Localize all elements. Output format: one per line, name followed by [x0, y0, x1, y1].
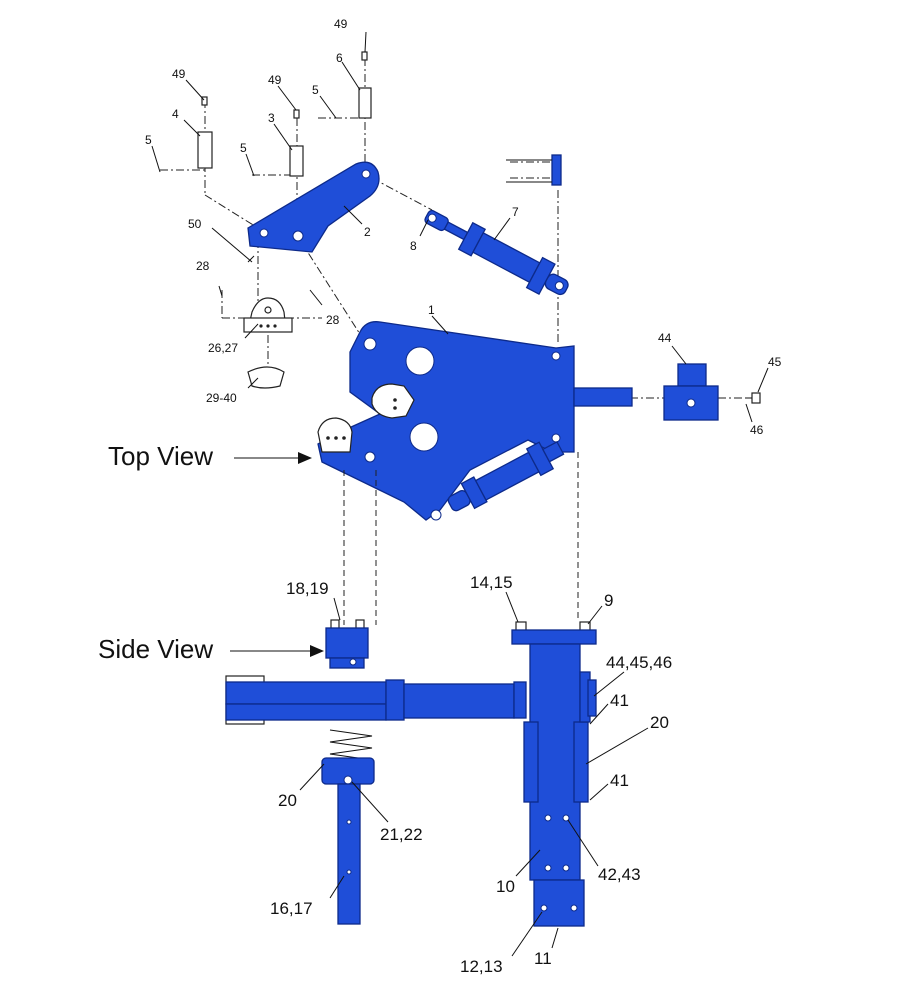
top-view-label: Top View: [108, 441, 213, 471]
insert-29-40: [247, 366, 285, 389]
callout-41: 41: [610, 771, 629, 790]
callout-7: 7: [512, 205, 519, 219]
callout-45: 45: [768, 355, 782, 369]
link-plate-2: [247, 161, 380, 253]
hydraulic-cylinder-7: [424, 209, 569, 296]
callout-44-45-46: 44,45,46: [606, 653, 672, 672]
callout-41: 41: [610, 691, 629, 710]
bolt-45-46: [745, 392, 761, 404]
jaw-insert-lower: [317, 417, 353, 453]
callout-14-15: 14,15: [470, 573, 513, 592]
top-view-arrow-head: [298, 452, 312, 464]
callout-28: 28: [196, 259, 210, 273]
construction-lines: [160, 58, 748, 399]
side-view-label: Side View: [98, 634, 213, 664]
callout-1: 1: [428, 303, 435, 317]
callout-21-22: 21,22: [380, 825, 423, 844]
callout-49: 49: [172, 67, 186, 81]
projection-lines: [343, 452, 579, 625]
callout-26-27: 26,27: [208, 341, 238, 355]
callout-11: 11: [534, 949, 552, 968]
block-44: [663, 363, 719, 421]
callout-leaders: [151, 31, 769, 957]
callout-28: 28: [326, 313, 340, 327]
bushing-4: [197, 131, 213, 169]
callout-4: 4: [172, 107, 179, 121]
callout-44: 44: [658, 331, 672, 345]
callout-12-13: 12,13: [460, 957, 503, 976]
callout-8: 8: [410, 239, 417, 253]
main-frame-1: [317, 321, 575, 521]
latch-26-27: [243, 297, 293, 333]
pin-bracket: [506, 154, 562, 186]
side-view-assembly: [225, 619, 597, 927]
frame-cylinder: [447, 440, 565, 512]
callout-20: 20: [650, 713, 669, 732]
clip-28-group: [218, 285, 323, 306]
callout-46: 46: [750, 423, 764, 437]
bushing-3: [289, 145, 304, 177]
callout-10: 10: [496, 877, 515, 896]
bushing-6: [358, 87, 372, 119]
callout-16-17: 16,17: [270, 899, 313, 918]
callout-labels: 49 6 5 49 4 5 49 3 5 2 7 8 50 28 28 26,2…: [145, 17, 782, 976]
pivot-shaft: [573, 387, 633, 407]
callout-5: 5: [145, 133, 152, 147]
callout-9: 9: [604, 591, 613, 610]
side-view-arrow-head: [310, 645, 324, 657]
callout-29-40: 29-40: [206, 391, 237, 405]
callout-5: 5: [240, 141, 247, 155]
callout-6: 6: [336, 51, 343, 65]
callout-42-43: 42,43: [598, 865, 641, 884]
callout-20: 20: [278, 791, 297, 810]
jaw-insert-upper: [371, 383, 415, 419]
callout-49: 49: [268, 73, 282, 87]
callout-3: 3: [268, 111, 275, 125]
pin-49-group: [201, 51, 368, 119]
callout-2: 2: [364, 225, 371, 239]
callout-18-19: 18,19: [286, 579, 329, 598]
callout-50: 50: [188, 217, 202, 231]
callout-49: 49: [334, 17, 348, 31]
callout-5: 5: [312, 83, 319, 97]
